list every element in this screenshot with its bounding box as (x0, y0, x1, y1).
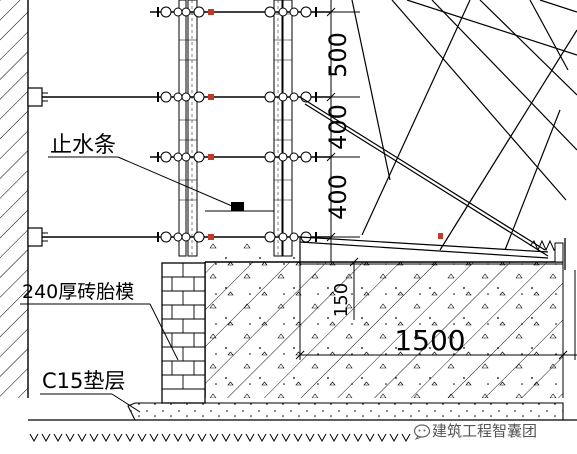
dim-1500-lines (295, 262, 577, 360)
brace-end-spring (529, 238, 566, 270)
dim-150: 150 (331, 283, 352, 317)
dim-400-upper: 400 (324, 104, 352, 150)
cushion-layer (28, 402, 577, 421)
watermark: 建筑工程智囊团 (413, 422, 537, 441)
tie-bolt-row-top (150, 6, 330, 18)
label-waterstop: 止水条 (50, 133, 116, 158)
dim-150-lines (300, 257, 360, 320)
soil-symbol-row (29, 433, 411, 443)
tie-bolt-row-2 (150, 151, 330, 163)
vertical-dimension-chain (325, 0, 360, 262)
dim-400-lower: 400 (324, 174, 352, 220)
leader-cushion (40, 393, 141, 413)
leader-brick-mold (20, 303, 179, 361)
bracing-struts (299, 0, 577, 259)
chat-bubble-icon (413, 424, 431, 441)
leader-waterstop (48, 156, 233, 207)
tie-bolt-row-3 (27, 227, 330, 247)
label-brick-mold: 240厚砖胎模 (22, 281, 134, 303)
existing-wall (0, 0, 29, 398)
formwork-panel-left (178, 0, 198, 257)
label-cushion: C15垫层 (42, 369, 125, 393)
dim-500: 500 (324, 32, 352, 78)
formwork-panel-right (273, 0, 293, 257)
dim-1500: 1500 (394, 324, 465, 357)
waterstop-block (205, 202, 274, 212)
watermark-text: 建筑工程智囊团 (432, 422, 537, 440)
concrete-foundation (204, 238, 564, 398)
brick-mold-wall (161, 262, 206, 404)
